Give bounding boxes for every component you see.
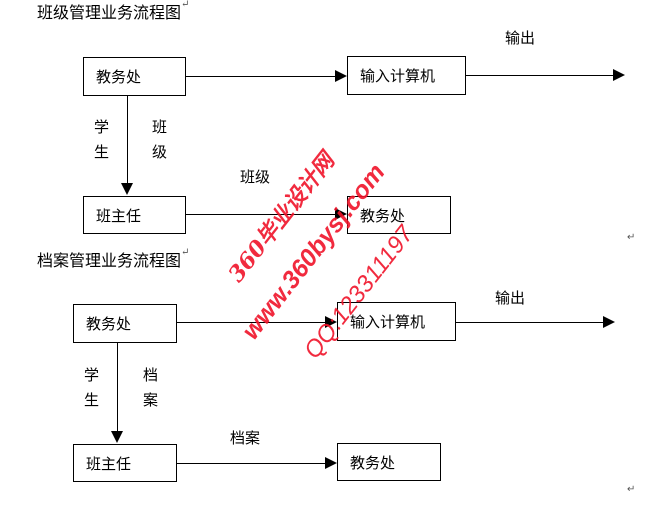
box-academic-office-target: 教务处	[337, 443, 441, 481]
box-head-teacher: 班主任	[83, 196, 186, 234]
flow-line	[177, 322, 326, 323]
arrow-head	[335, 70, 347, 82]
flow-line	[186, 214, 336, 215]
flow-label: 班级	[240, 168, 271, 186]
arrow-head	[325, 316, 337, 328]
box-academic-office-target: 教务处	[347, 196, 451, 234]
diagram2-title: 档案管理业务流程图↵	[37, 247, 190, 270]
flow-line	[186, 76, 336, 77]
arrow-head	[111, 431, 123, 443]
flow-line	[177, 463, 326, 464]
flow-label: 档案	[230, 429, 261, 447]
flow-label: 级	[152, 143, 168, 161]
return-mark: ↵	[627, 484, 636, 495]
flow-label: 班	[152, 118, 168, 136]
flow-label: 生	[94, 143, 110, 161]
box-academic-office: 教务处	[73, 304, 177, 343]
flow-line	[466, 75, 614, 76]
flow-line	[127, 96, 128, 184]
arrow-head	[613, 69, 625, 81]
arrow-head	[603, 316, 615, 328]
box-academic-office: 教务处	[83, 57, 186, 96]
flow-label: 学	[84, 366, 100, 384]
flow-label: 档	[143, 366, 159, 384]
box-computer-input: 输入计算机	[347, 56, 466, 95]
flow-line	[117, 343, 118, 432]
output-label: 输出	[495, 289, 526, 307]
flow-label: 学	[94, 118, 110, 136]
flow-label: 案	[143, 391, 159, 409]
arrow-head	[325, 457, 337, 469]
diagram1-title: 班级管理业务流程图↵	[37, 0, 190, 22]
flow-line	[456, 322, 604, 323]
output-label: 输出	[505, 29, 536, 47]
arrow-head	[121, 183, 133, 195]
box-computer-input: 输入计算机	[337, 302, 456, 341]
flow-label: 生	[84, 391, 100, 409]
return-mark: ↵	[627, 232, 636, 243]
box-head-teacher: 班主任	[73, 444, 177, 482]
arrow-head	[335, 208, 347, 220]
